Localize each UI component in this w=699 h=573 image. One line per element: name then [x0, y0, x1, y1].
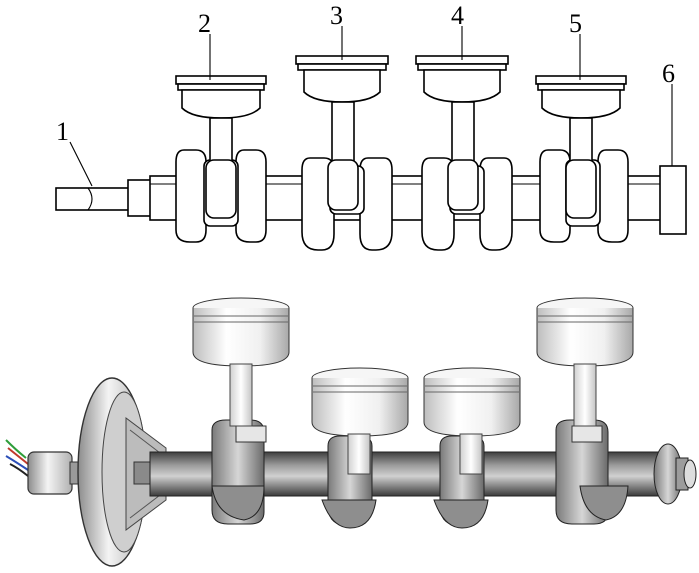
label-2: 2 [198, 9, 211, 38]
piston-5-line [535, 75, 627, 219]
sensor-wires [5, 439, 29, 477]
rendered-assembly [5, 297, 697, 567]
rendered-piston-2 [311, 367, 409, 475]
piston-2-line [175, 75, 267, 219]
line-drawing-assembly: 1 2 3 4 5 6 [55, 1, 687, 251]
piston-3-line [295, 55, 389, 211]
label-3: 3 [330, 1, 343, 30]
shaft-collar [127, 179, 154, 217]
rendered-piston-1 [192, 297, 290, 427]
shaft-input-end [55, 187, 132, 211]
label-4: 4 [451, 1, 464, 30]
label-5: 5 [569, 9, 582, 38]
label-6: 6 [662, 59, 675, 88]
label-1: 1 [56, 117, 69, 146]
shaft-end-cap [659, 165, 687, 235]
rendered-shaft-end [653, 443, 697, 505]
encoder-sensor [27, 451, 81, 495]
piston-4-line [415, 55, 509, 211]
flywheel [77, 377, 167, 567]
rendered-piston-4 [536, 297, 634, 427]
rendered-piston-3 [423, 367, 521, 475]
